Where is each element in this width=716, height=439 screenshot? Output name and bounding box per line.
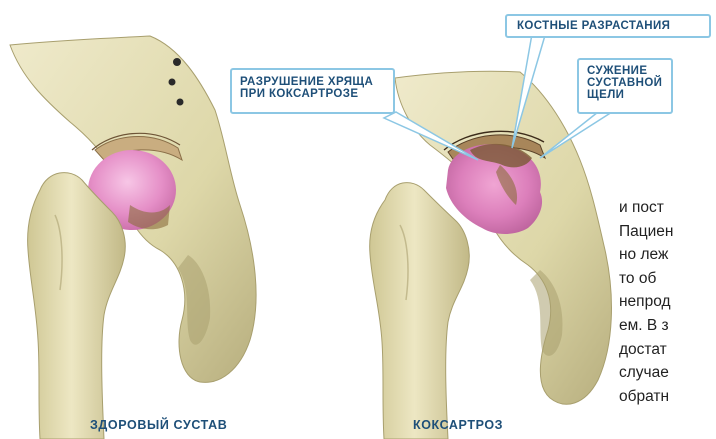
healthy-joint-caption: ЗДОРОВЫЙ СУСТАВ [90,418,227,432]
text-line: ем. В з [619,314,716,338]
text-line: и пост [619,196,716,220]
callout-space-line-3: ЩЕЛИ [587,89,663,101]
callout-cartilage-line-2: ПРИ КОКСАРТРОЗЕ [240,88,385,100]
healthy-joint [10,36,256,439]
text-line: но леж [619,243,716,267]
text-line: достат [619,338,716,362]
callout-space-line-1: СУЖЕНИЕ [587,65,663,77]
healthy-femur [28,173,126,439]
callout-space-line-2: СУСТАВНОЙ [587,77,663,89]
text-line: непрод [619,290,716,314]
text-line: обратн [619,385,716,409]
text-line: случае [619,361,716,385]
article-text-fragment: и пост Пациен но леж то об непрод ем. В … [619,196,716,408]
callout-cartilage-destruction: РАЗРУШЕНИЕ ХРЯЩА ПРИ КОКСАРТРОЗЕ [230,68,395,114]
coxarthrosis-caption: КОКСАРТРОЗ [413,418,503,432]
text-line: Пациен [619,220,716,244]
text-line: то об [619,267,716,291]
callout-joint-space-narrowing: СУЖЕНИЕ СУСТАВНОЙ ЩЕЛИ [577,58,673,114]
callout-bone-growths: КОСТНЫЕ РАЗРАСТАНИЯ [505,14,711,38]
disease-femur [370,183,470,439]
callout-cartilage-line-1: РАЗРУШЕНИЕ ХРЯЩА [240,76,385,88]
